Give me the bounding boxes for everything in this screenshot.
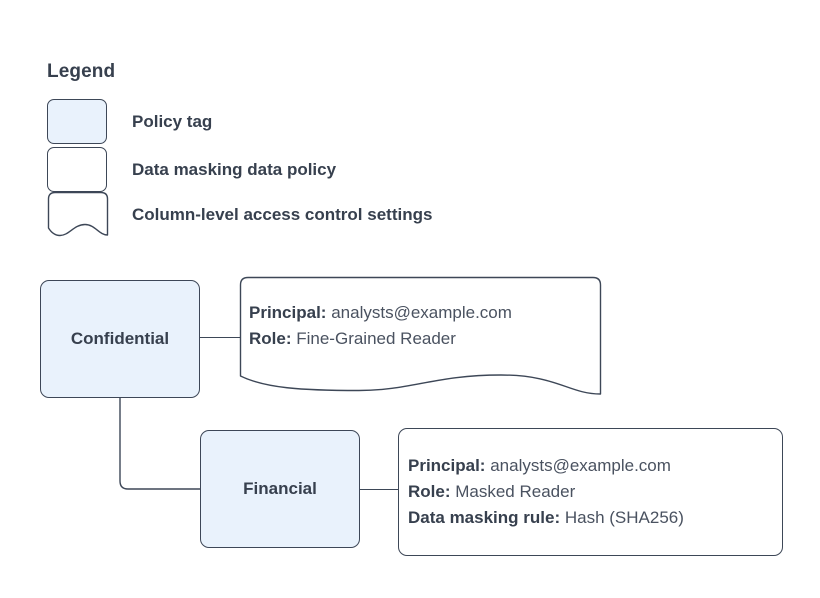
callout-line: Data masking rule: Hash (SHA256) bbox=[408, 505, 684, 531]
callout-line-key: Principal: bbox=[249, 303, 327, 322]
node-label: Financial bbox=[243, 479, 317, 498]
callout-line-value: Masked Reader bbox=[455, 482, 576, 501]
wavy-bottom-document-shape bbox=[239, 276, 602, 395]
callout-line-key: Principal: bbox=[408, 456, 486, 475]
node-label: Confidential bbox=[70, 329, 170, 348]
connector-confidential-to-settings bbox=[200, 337, 241, 339]
callout-line-key: Data masking rule: bbox=[408, 508, 561, 527]
policy-tag-swatch bbox=[47, 99, 107, 144]
callout-financial-settings[interactable]: Principal: analysts@example.com Role: Ma… bbox=[398, 428, 783, 556]
legend-item-policy-tag: Policy tag bbox=[47, 99, 212, 144]
legend-title: Legend bbox=[47, 61, 116, 82]
connector-confidential-to-financial bbox=[119, 396, 212, 490]
callout-line-key: Role: bbox=[249, 329, 292, 348]
callout-line-value: Fine-Grained Reader bbox=[296, 329, 456, 348]
legend-item-label: Column-level access control settings bbox=[132, 204, 433, 224]
callout-line: Role: Fine-Grained Reader bbox=[249, 326, 456, 352]
callout-confidential-settings[interactable]: Principal: analysts@example.com Role: Fi… bbox=[239, 276, 603, 400]
legend-item-access-control: Column-level access control settings bbox=[47, 191, 432, 237]
callout-line: Principal: analysts@example.com bbox=[408, 453, 671, 479]
connector-financial-to-settings bbox=[360, 489, 399, 491]
callout-line-key: Role: bbox=[408, 482, 451, 501]
callout-line: Principal: analysts@example.com bbox=[249, 300, 512, 326]
node-confidential[interactable]: Confidential bbox=[40, 280, 200, 398]
legend-item-data-masking-policy: Data masking data policy bbox=[47, 147, 336, 192]
legend-item-label: Data masking data policy bbox=[132, 160, 337, 179]
callout-line-value: analysts@example.com bbox=[331, 303, 512, 322]
node-financial[interactable]: Financial bbox=[200, 430, 360, 548]
rounded-rect-filled-icon bbox=[47, 99, 107, 144]
callout-line: Role: Masked Reader bbox=[408, 479, 575, 505]
wavy-bottom-document-icon bbox=[47, 191, 109, 237]
callout-line-value: analysts@example.com bbox=[490, 456, 671, 475]
rounded-rect-icon bbox=[47, 147, 107, 192]
access-control-swatch bbox=[47, 191, 109, 237]
callout-line-value: Hash (SHA256) bbox=[564, 508, 684, 527]
legend-item-label: Policy tag bbox=[132, 112, 213, 131]
data-masking-policy-swatch bbox=[47, 147, 107, 192]
